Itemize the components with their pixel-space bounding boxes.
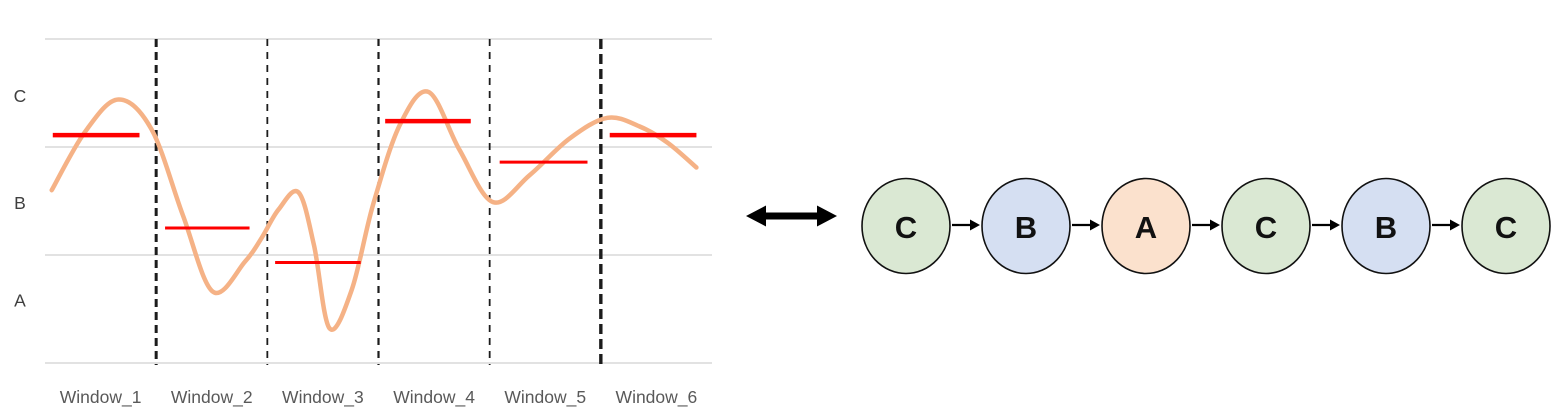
sequence-node-circle bbox=[1101, 177, 1191, 275]
transition-arrowhead-icon bbox=[1450, 219, 1460, 231]
signal-curve bbox=[49, 89, 699, 332]
sequence-node-circle bbox=[861, 177, 951, 275]
sequence-node-circle bbox=[981, 177, 1071, 275]
y-zone-label: C bbox=[14, 86, 27, 106]
sequence-node-label: A bbox=[1135, 210, 1157, 245]
x-window-label: Window_4 bbox=[393, 387, 475, 408]
x-window-label: Window_1 bbox=[60, 387, 142, 408]
x-window-label: Window_5 bbox=[504, 387, 586, 408]
sequence-node: C bbox=[861, 177, 951, 275]
transition-arrowhead-icon bbox=[1210, 219, 1220, 231]
sequence-node: B bbox=[1341, 177, 1431, 275]
sequence-node-label: C bbox=[895, 210, 917, 245]
transition-arrowhead-icon bbox=[1090, 219, 1100, 231]
transition-arrowhead-icon bbox=[1330, 219, 1340, 231]
sequence-node: A bbox=[1101, 177, 1191, 275]
transition-arrowhead-icon bbox=[970, 219, 980, 231]
x-window-label: Window_6 bbox=[616, 387, 698, 408]
sequence-node-label: C bbox=[1495, 210, 1517, 245]
sequence-node-label: B bbox=[1375, 210, 1397, 245]
y-zone-label: A bbox=[14, 290, 26, 310]
sequence-node: C bbox=[1221, 177, 1311, 275]
x-window-label: Window_3 bbox=[282, 387, 364, 408]
y-zone-label: B bbox=[14, 193, 26, 213]
sequence-node: C bbox=[1461, 177, 1551, 275]
sequence-node-circle bbox=[1461, 177, 1551, 275]
sequence-node-label: B bbox=[1015, 210, 1037, 245]
sequence-node-label: C bbox=[1255, 210, 1277, 245]
double-headed-arrow-icon bbox=[746, 205, 837, 227]
sequence-node: B bbox=[981, 177, 1071, 275]
discretized-signal-chart: A B C Window_1 Window_2 Window_3 Window_4 Windo… bbox=[14, 38, 712, 408]
x-window-label: Window_2 bbox=[171, 387, 253, 408]
sequence-node-circle bbox=[1221, 177, 1311, 275]
sequence-node-circle bbox=[1341, 177, 1431, 275]
